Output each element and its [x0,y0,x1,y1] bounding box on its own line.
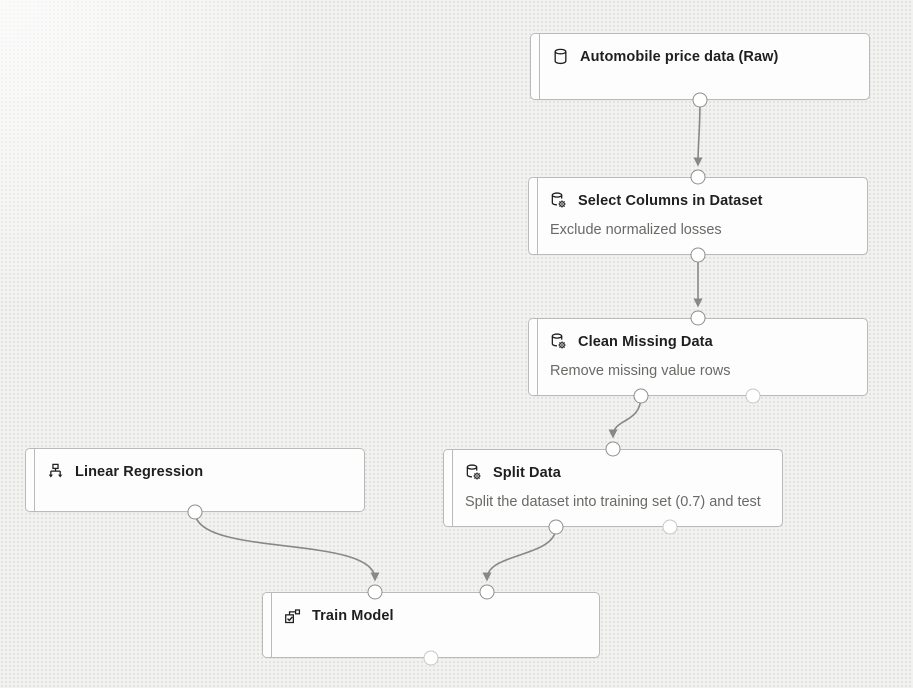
edge-split-data-to-train-model[interactable] [482,526,557,582]
node-clean-missing-data[interactable]: Clean Missing Data Remove missing value … [528,318,868,396]
port-train-model-output[interactable] [423,650,439,666]
port-automobile-output[interactable] [692,92,708,108]
port-select-columns-output[interactable] [690,247,706,263]
database-icon [552,48,569,65]
node-status-strip [531,34,540,99]
port-select-columns-input[interactable] [690,169,706,185]
node-linear-regression[interactable]: Linear Regression [25,448,365,512]
train-model-icon [284,607,301,624]
node-status-strip [529,319,538,395]
node-split-data[interactable]: Split Data Split the dataset into traini… [443,449,783,527]
algorithm-tree-icon [47,463,64,480]
node-title: Select Columns in Dataset [578,192,763,209]
node-status-strip [26,449,35,511]
port-clean-missing-input[interactable] [690,310,706,326]
port-split-data-output-right[interactable] [662,519,678,535]
database-gear-icon [550,333,567,350]
port-clean-missing-output-right[interactable] [745,388,761,404]
node-title: Train Model [312,607,394,624]
node-subtitle: Exclude normalized losses [550,222,722,238]
node-title: Linear Regression [75,463,204,480]
node-title: Split Data [493,464,561,481]
node-subtitle: Remove missing value rows [550,363,731,379]
node-subtitle: Split the dataset into training set (0.7… [465,494,761,510]
node-title: Automobile price data (Raw) [580,48,779,65]
database-gear-icon [465,464,482,481]
port-train-model-input-left[interactable] [367,584,383,600]
database-gear-icon [550,192,567,209]
node-title: Clean Missing Data [578,333,713,350]
port-train-model-input-right[interactable] [479,584,495,600]
node-status-strip [263,593,272,657]
port-linear-regression-output[interactable] [187,504,203,520]
node-status-strip [529,178,538,254]
edge-automobile-to-select-columns[interactable] [693,99,703,167]
port-split-data-input[interactable] [605,441,621,457]
edge-linear-regression-to-train-model[interactable] [194,511,380,582]
node-select-columns[interactable]: Select Columns in Dataset Exclude normal… [528,177,868,255]
port-clean-missing-output-left[interactable] [633,388,649,404]
node-automobile-price-data[interactable]: Automobile price data (Raw) [530,33,870,100]
port-split-data-output-left[interactable] [548,519,564,535]
node-train-model[interactable]: Train Model [262,592,600,658]
node-status-strip [444,450,453,526]
